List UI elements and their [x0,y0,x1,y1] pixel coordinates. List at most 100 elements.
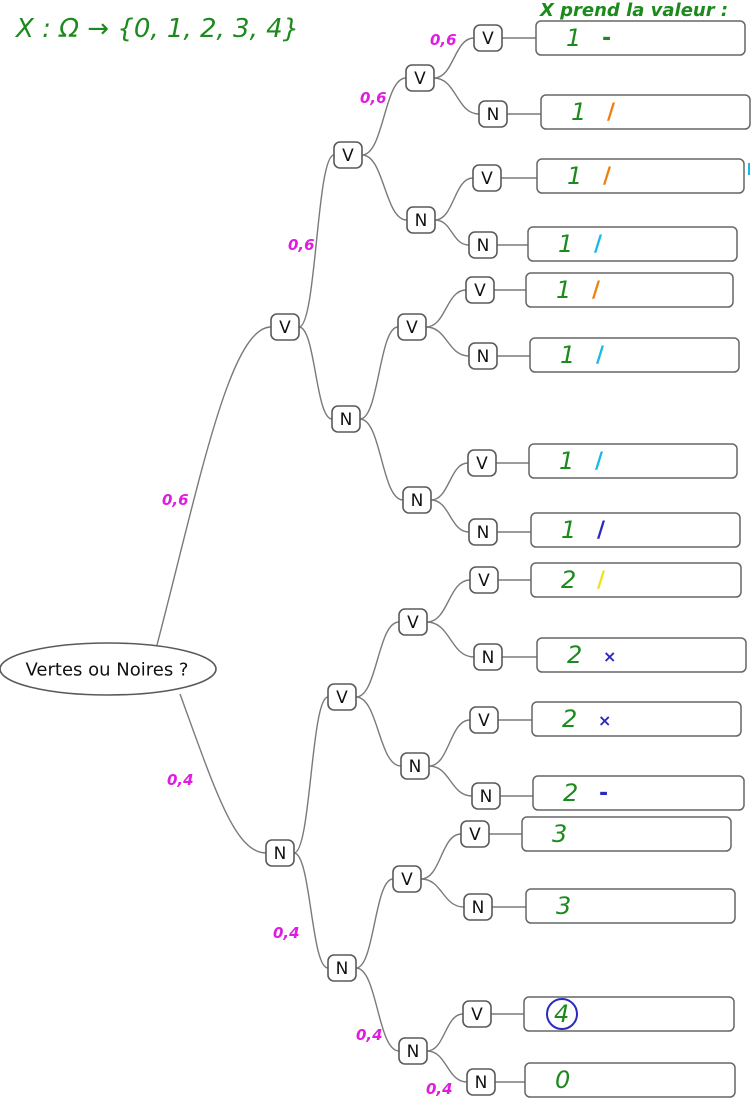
leaf-node-NNVV: V [460,820,490,848]
node-NVN: N [400,752,430,780]
node-label: V [407,613,419,633]
result-box-VNVV: 1/ [525,272,734,308]
result-value: 3 [556,892,571,920]
node-label: N [480,787,493,807]
node-VVN: N [406,206,436,234]
result-box-NNVV: 3 [521,816,732,852]
edge-NVN-NVNN [428,765,473,797]
node-VNN: N [402,486,432,514]
node-label: N [477,236,490,256]
result-box-NVVV: 2/ [530,562,742,598]
node-VN: N [331,405,361,433]
node-label: V [481,169,493,189]
leaf-node-VVVN: N [478,100,508,128]
node-label: V [401,870,413,890]
tick-mark: × [598,711,611,730]
result-value: 1 [556,276,571,304]
leaf-node-VNNN: N [468,518,498,546]
node-label: V [342,146,354,166]
edge-VNN-VNNV [430,462,469,501]
result-value: 1 [560,341,575,369]
node-label: V [478,711,490,731]
node-label: N [475,1073,488,1093]
edge-VV-VVV [361,77,407,156]
leaf-node-VVNN: N [468,231,498,259]
node-NVV: V [398,608,428,636]
leaf-node-VNVV: V [465,276,495,304]
result-value: 2 [563,779,578,807]
random-variable-definition: X : Ω → {0, 1, 2, 3, 4} [14,14,299,44]
node-NV: V [327,683,357,711]
probability-p_N_N_N_N: 0,4 [426,1080,453,1098]
node-label: N [415,211,428,231]
node-label: V [474,281,486,301]
leaf-node-NVNN: N [471,782,501,810]
result-box-VNVN: 1/ [529,337,740,373]
node-label: V [414,69,426,89]
result-box-VVVV: 1- [535,20,746,56]
result-value: 1 [567,162,582,190]
result-box-NVNV: 2× [531,701,742,737]
edge-V-VN [298,326,333,420]
edge-VVV-VVVV [433,37,475,79]
edge-VV-VVN [361,154,408,221]
edge-V-VV [298,154,335,328]
node-label: N [411,491,424,511]
result-box-NNNN: 0 [524,1062,736,1098]
edge-VNV-VNVN [425,326,470,357]
probability-p_N_N_N: 0,4 [356,1026,383,1044]
node-label: V [482,29,494,49]
edge-VVN-VVNV [434,177,474,221]
tick-mark: / [594,232,603,257]
result-value: 4 [554,1000,569,1028]
leaf-node-NNVN: N [463,893,493,921]
node-label: N [274,844,287,864]
node-label: V [476,454,488,474]
edge-VNN-VNNN [430,499,470,533]
result-value: 1 [559,447,574,475]
probability-p_V_V_V: 0,6 [360,89,387,107]
node-NNN: N [398,1037,428,1065]
node-label: N [487,105,500,125]
edge-NV-NVV [355,621,400,698]
node-label: V [478,571,490,591]
edge-N-NN [293,852,329,969]
leaf-node-NVVV: V [469,566,499,594]
node-label: N [477,347,490,367]
probability-p_first_N: 0,4 [167,771,194,789]
node-N: N [265,839,295,867]
edge-root-V [156,326,272,646]
tick-mark: / [607,100,616,125]
edge-VN-VNN [359,418,404,501]
result-box-VNNN: 1/ [530,512,741,548]
probability-p_first_V: 0,6 [162,491,189,509]
probability-p_V_V_V_V: 0,6 [430,31,457,49]
edge-VVN-VVNN [434,219,470,246]
leaf-node-NNNV: V [462,1000,492,1028]
node-label: V [336,688,348,708]
result-value: 2 [561,566,576,594]
root-node: Vertes ou Noires ? [0,642,217,696]
node-label: N [336,959,349,979]
node-label: N [409,757,422,777]
result-value: 1 [566,24,581,52]
edge-NV-NVN [355,696,402,767]
edge-NNN-NNNN [426,1050,468,1083]
tick-mark: / [597,518,606,543]
leaf-node-NVVN: N [473,643,503,671]
tick-mark: / [592,278,601,303]
result-value: 3 [552,820,567,848]
leaf-node-VVVV: V [473,24,503,52]
tick-mark: / [595,449,604,474]
node-label: N [340,410,353,430]
result-value: 1 [571,98,586,126]
result-box-VVVN: 1/ [540,94,751,130]
edge-NNN-NNNV [426,1013,464,1052]
node-label: V [279,318,291,338]
node-label: N [477,523,490,543]
tick-mark: / [596,343,605,368]
result-box-VVNN: 1/ [527,226,738,262]
result-box-NVVN: 2× [536,637,747,673]
leaf-node-VNNV: V [467,449,497,477]
